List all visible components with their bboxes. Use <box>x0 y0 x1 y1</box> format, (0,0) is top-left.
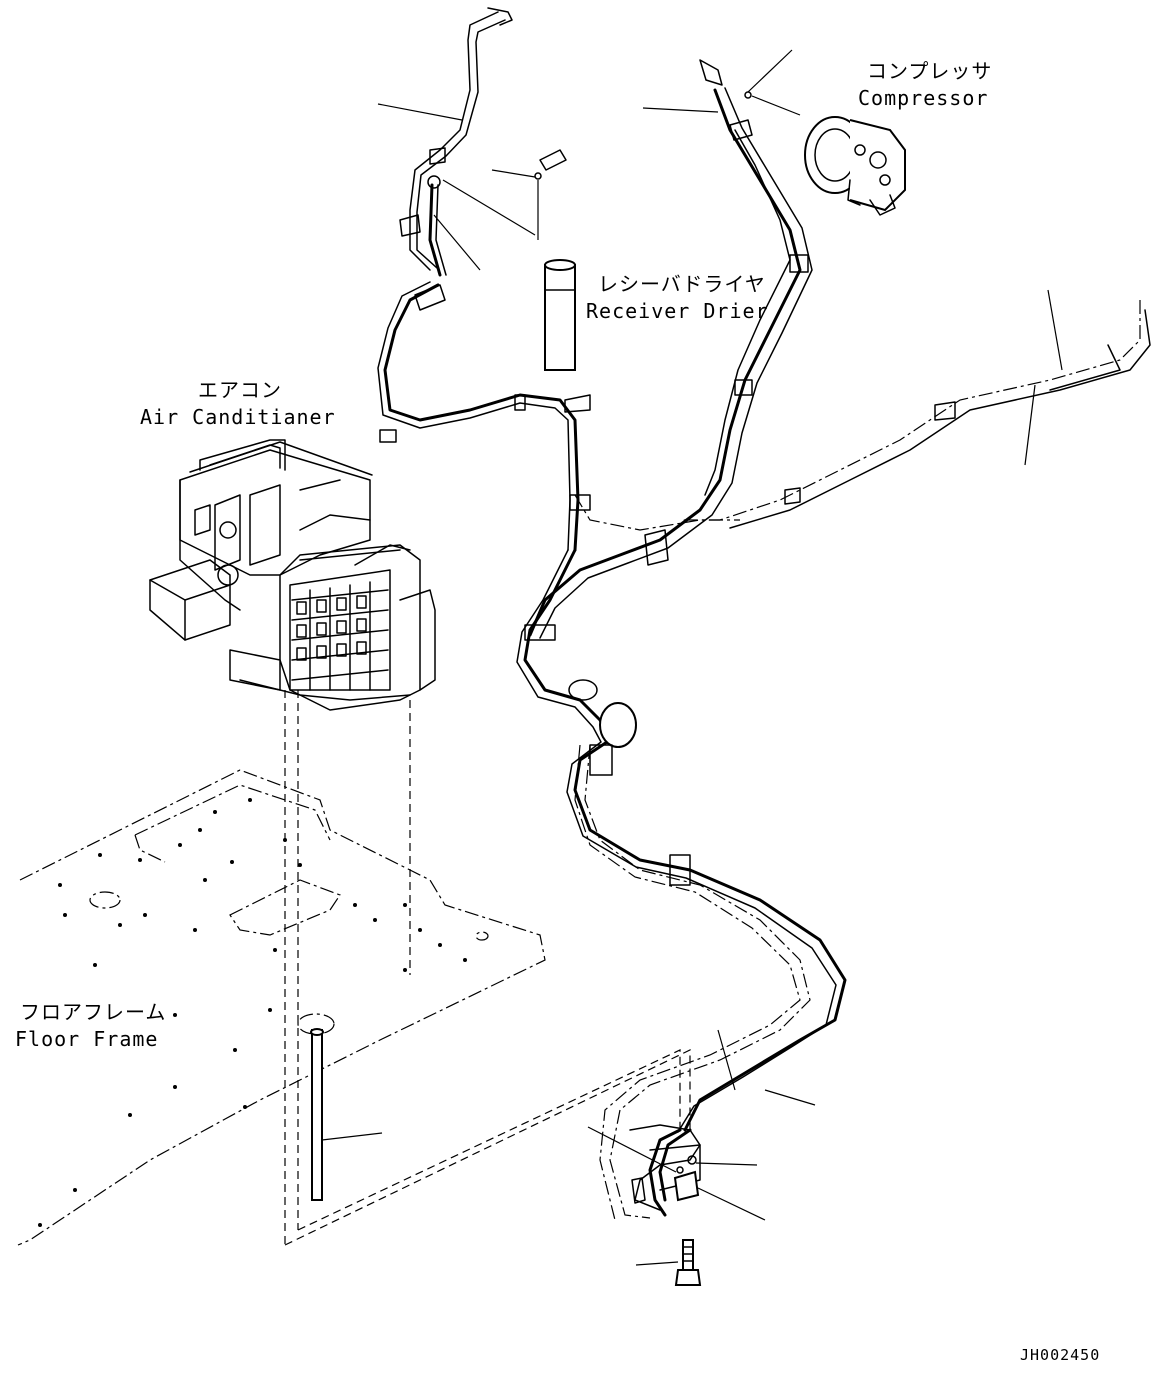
floor-frame-label-jp: フロアフレーム <box>20 1000 166 1024</box>
air-conditioner-label-jp: エアコン <box>198 378 282 402</box>
compressor-label-en: Compressor <box>858 86 988 110</box>
floor-frame-label-en: Floor Frame <box>15 1027 158 1051</box>
floor-frame-holes <box>38 798 467 1227</box>
ac-mounting-hidden-lines <box>284 690 691 1246</box>
air-conditioner-unit <box>149 439 436 711</box>
receiver-drier <box>491 149 576 371</box>
compressor <box>744 49 906 216</box>
receiver-drier-label-jp: レシーバドライヤ <box>598 272 766 296</box>
drawing-code: JH002450 <box>1020 1346 1100 1364</box>
ac-louver-grid <box>291 581 389 691</box>
drain-hose <box>310 1028 383 1201</box>
refrigerant-hoses <box>377 7 1151 1221</box>
compressor-label-jp: コンプレッサ <box>867 59 992 83</box>
floor-frame <box>17 769 546 1246</box>
bottom-bracket-assembly <box>587 1124 766 1286</box>
air-conditioner-label-en: Air Canditianer <box>140 405 336 429</box>
receiver-drier-label-en: Receiver Drier <box>586 299 769 323</box>
